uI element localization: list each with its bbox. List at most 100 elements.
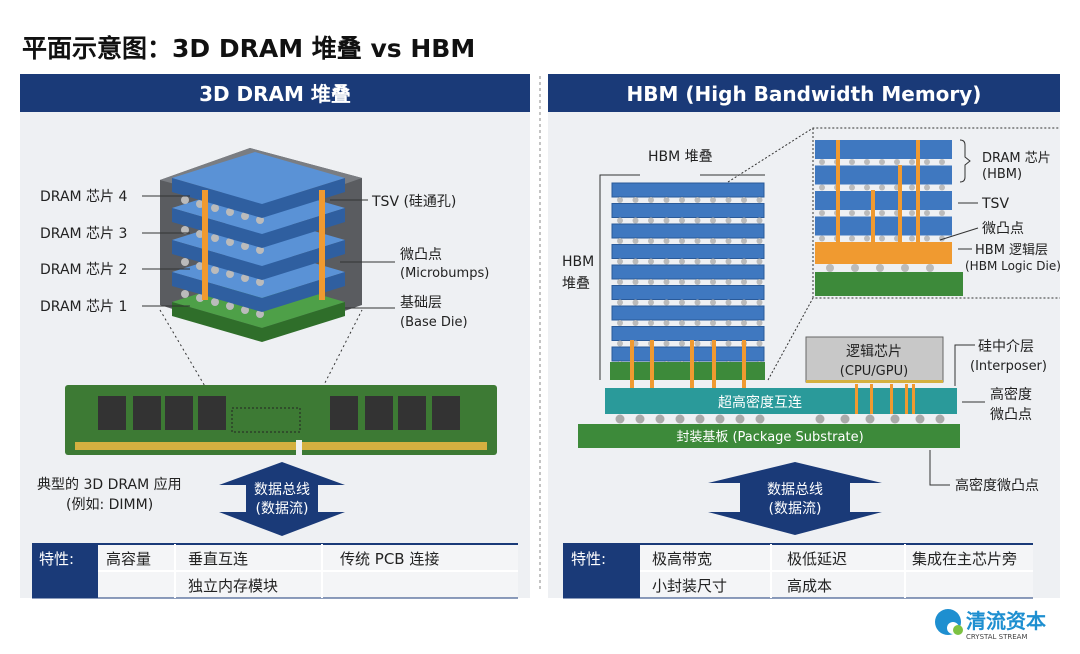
microbump	[663, 258, 670, 265]
microbump	[756, 320, 763, 326]
hbm-dram-layer	[611, 244, 765, 259]
microbump	[924, 159, 930, 165]
inset-dram-layer	[815, 140, 952, 159]
feature: 极低延迟	[787, 550, 847, 568]
app-line-2: (例如: DIMM)	[66, 497, 153, 513]
hbm-dram-layer	[611, 326, 765, 341]
microbump	[879, 159, 885, 165]
dram-chip-2-left	[172, 240, 262, 280]
interposer-trace	[912, 384, 915, 414]
right-bus-line-1: 数据总线	[767, 482, 823, 498]
dimm-contacts	[75, 442, 487, 450]
dimm-stack-location	[231, 407, 301, 433]
label-chip-3: DRAM 芯片 3	[40, 226, 127, 242]
microbump	[924, 210, 930, 216]
microbump	[849, 184, 855, 191]
microbump	[939, 159, 945, 165]
microbump	[939, 210, 945, 216]
microbump	[679, 197, 685, 203]
microbump	[710, 299, 716, 306]
microbump	[679, 299, 685, 306]
microbump	[694, 258, 701, 265]
microbump	[710, 258, 716, 265]
microbump	[617, 238, 623, 244]
microbump	[876, 264, 884, 272]
microbump	[741, 197, 747, 203]
tsv	[836, 140, 840, 255]
microbump	[849, 159, 855, 165]
microbump	[725, 197, 732, 203]
microbump	[725, 299, 732, 306]
dimm-chip	[98, 396, 126, 430]
microbump	[241, 306, 249, 314]
package-substrate	[578, 424, 960, 448]
microbump	[648, 238, 654, 244]
inset-bumps-label: 微凸点	[982, 221, 1024, 237]
microbump	[924, 235, 930, 242]
microbump	[211, 204, 219, 212]
microbump	[879, 184, 885, 191]
hd-microbump	[675, 414, 685, 424]
dimm-chip	[198, 396, 226, 430]
microbump	[632, 279, 639, 285]
hd-bumps-label-2: 微凸点	[990, 407, 1032, 423]
feature: 小封装尺寸	[652, 577, 727, 595]
dram-chip-4-top	[172, 152, 345, 204]
crystal-stream-logo: 清流资本 CRYSTAL STREAM	[935, 609, 1046, 641]
microbump	[849, 235, 855, 242]
right-data-bus-arrow	[708, 462, 882, 535]
microbump	[648, 197, 654, 203]
microbump	[710, 279, 716, 285]
feature: 集成在主芯片旁	[912, 550, 1017, 568]
microbump	[864, 235, 870, 242]
feature: 独立内存模块	[188, 577, 278, 595]
microbump	[849, 210, 855, 216]
microbump	[725, 340, 732, 347]
microbump	[226, 208, 234, 216]
dimm-chip	[165, 396, 193, 430]
dimm-chip	[398, 396, 426, 430]
microbump	[756, 299, 763, 306]
logic-chip-label-en: (CPU/GPU)	[840, 364, 908, 379]
page-title: 平面示意图：3D DRAM 堆叠 vs HBM	[22, 34, 475, 63]
microbump	[617, 197, 623, 203]
hd-microbump	[655, 414, 665, 424]
right-features-table: 特性: 极高带宽 极低延迟 集成在主芯片旁 小封装尺寸 高成本	[563, 543, 1033, 599]
microbump	[617, 217, 623, 224]
microbump	[241, 242, 249, 250]
microbump	[741, 320, 747, 326]
microbump	[725, 279, 732, 285]
tsv	[319, 190, 325, 300]
microbump	[226, 302, 234, 310]
base-die-right	[262, 302, 345, 342]
hbm-stack	[610, 182, 765, 390]
dimm-module	[65, 385, 497, 456]
label-hbm-stack: HBM 堆叠	[648, 149, 713, 165]
inset-dram-label-2: (HBM)	[982, 167, 1022, 182]
inset-tsv-label: TSV	[981, 196, 1009, 212]
hbm-dram-layer	[611, 264, 765, 280]
feature: 高容量	[106, 550, 151, 568]
microbump	[663, 320, 670, 326]
microbump	[632, 238, 639, 244]
label-microbumps: 微凸点	[400, 247, 442, 263]
interposer	[605, 388, 957, 414]
microbump	[211, 266, 219, 274]
hd-microbump	[695, 414, 705, 424]
microbump	[694, 217, 701, 224]
microbump	[679, 340, 685, 347]
microbump	[663, 299, 670, 306]
hd-microbump	[935, 414, 945, 424]
hd-bumps-label-1: 高密度	[990, 386, 1032, 403]
microbump	[879, 235, 885, 242]
left-features-table: 特性: 高容量 垂直互连 传统 PCB 连接 独立内存模块	[32, 543, 518, 599]
hbm-dram-layer	[611, 346, 765, 362]
microbump	[181, 290, 189, 298]
microbump	[864, 159, 870, 165]
tsv	[630, 340, 634, 390]
microbump	[663, 340, 670, 347]
hbm-dram-layer	[611, 182, 765, 198]
hd-microbump	[735, 414, 745, 424]
microbump	[694, 299, 701, 306]
microbump	[710, 320, 716, 326]
